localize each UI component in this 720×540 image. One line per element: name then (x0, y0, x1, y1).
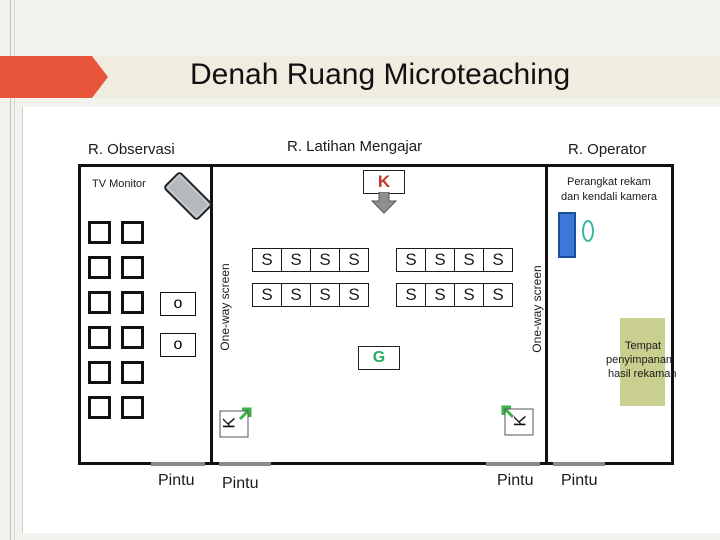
door-label-1: Pintu (158, 472, 195, 489)
one-way-screen-left-label: One-way screen (218, 263, 232, 351)
guru-g-marker: G (358, 346, 400, 370)
tempat-label-line1: Tempat (625, 340, 662, 352)
decor-vertical-line (10, 0, 11, 540)
tempat-label-line3: hasil rekaman (608, 368, 677, 380)
door-observasi (151, 462, 205, 466)
observer-box (121, 221, 144, 244)
observer-box (121, 361, 144, 384)
student-seat: S (396, 248, 426, 272)
student-seat: S (396, 283, 426, 307)
storage-shelf (620, 318, 665, 406)
observer-seat-2: o (160, 333, 196, 357)
perangkat-label-line2: dan kendali kamera (561, 191, 658, 203)
camera-control-icon (582, 220, 594, 242)
camera-left-icon (219, 407, 252, 438)
observer-box (88, 221, 111, 244)
perangkat-label-line1: Perangkat rekam (567, 176, 651, 188)
observer-seat-1: o (160, 292, 196, 316)
student-seat: S (483, 248, 513, 272)
camera-left-marker: K (218, 405, 256, 439)
tempat-label-line2: penyimpanan (606, 354, 673, 366)
teacher-k-label: K (377, 172, 391, 191)
student-seat: S (483, 283, 513, 307)
observer-box (121, 291, 144, 314)
control-panel-icon (558, 212, 576, 258)
student-seat: S (252, 283, 282, 307)
tv-monitor-icon (164, 172, 212, 220)
door-operator (553, 462, 605, 466)
room-observasi-label: R. Observasi (88, 141, 175, 158)
camera-right-marker: K (497, 403, 537, 437)
title-accent-arrow (0, 56, 108, 98)
title-band (0, 56, 720, 98)
observer-box (121, 396, 144, 419)
observer-box (88, 256, 111, 279)
student-seat: S (339, 283, 369, 307)
door-latihan-right (486, 462, 540, 466)
student-seat: S (454, 283, 484, 307)
teacher-arrow-icon (370, 192, 398, 214)
camera-right-icon (501, 405, 534, 436)
observer-box (88, 396, 111, 419)
camera-left-label: K (219, 417, 239, 429)
teacher-k-marker: K (363, 170, 405, 194)
door-label-4: Pintu (561, 472, 598, 489)
student-seat: S (454, 248, 484, 272)
one-way-screen-right (545, 164, 548, 465)
room-operator-label: R. Operator (568, 141, 647, 158)
student-seat: S (425, 248, 455, 272)
student-seat: S (252, 248, 282, 272)
student-seat: S (281, 248, 311, 272)
door-latihan-left (219, 462, 271, 466)
student-seat: S (425, 283, 455, 307)
observer-box (121, 256, 144, 279)
one-way-screen-left (210, 164, 213, 465)
room-latihan-label: R. Latihan Mengajar (287, 138, 423, 155)
door-label-2: Pintu (222, 475, 259, 492)
tv-monitor-label: TV Monitor (92, 178, 146, 190)
student-seat: S (281, 283, 311, 307)
door-label-3: Pintu (497, 472, 534, 489)
observer-box (121, 326, 144, 349)
student-seat: S (310, 248, 340, 272)
guru-g-label: G (372, 349, 386, 366)
observer-box (88, 291, 111, 314)
observer-box (88, 361, 111, 384)
camera-right-label: K (510, 415, 530, 427)
decor-vertical-line-2 (14, 0, 15, 540)
page-title: Denah Ruang Microteaching (190, 58, 571, 91)
student-seat: S (310, 283, 340, 307)
student-seat: S (339, 248, 369, 272)
one-way-screen-right-label: One-way screen (530, 265, 544, 353)
observer-box (88, 326, 111, 349)
